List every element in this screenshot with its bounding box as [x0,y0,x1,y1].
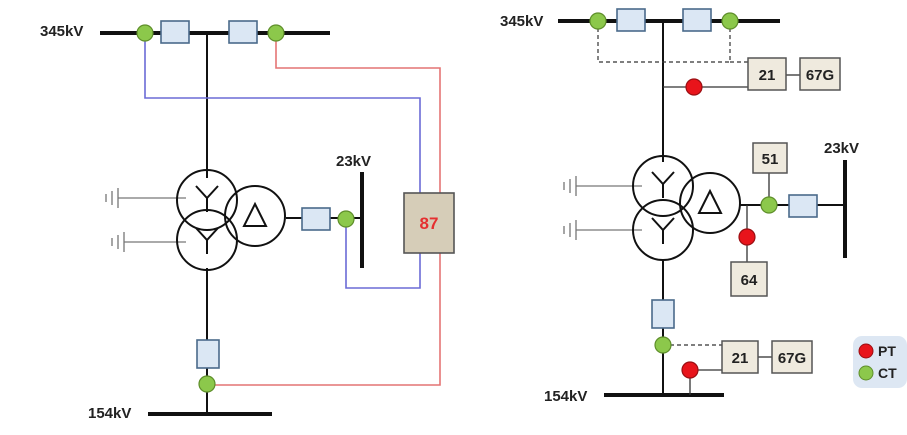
legend-ct-label: CT [878,365,897,381]
right-pt-tv [738,228,756,246]
left-relay-87[interactable]: 87 [403,192,455,254]
right-relay-21-hv[interactable]: 21 [747,57,787,91]
left-345kv-label: 345kV [40,23,83,40]
left-red-wire-hv [275,33,441,195]
right-pt-hv [685,78,703,96]
right-diagram: 345kV 154kV 23kV [500,8,859,405]
left-ct-hv-2 [267,24,285,42]
left-ct-tv [337,210,355,228]
right-hv-breaker-1[interactable] [616,8,646,32]
right-relay-51[interactable]: 51 [752,142,788,174]
left-tv-breaker[interactable] [301,207,331,231]
left-red-wire-lv [207,252,441,386]
right-ct-hv-1 [589,12,607,30]
right-relay-67g-hv[interactable]: 67G [799,57,841,91]
right-transformer [632,155,741,261]
left-diagram: 345kV 154kV 23kV [40,20,455,422]
right-ct-tv [760,196,778,214]
left-ground-2 [111,232,186,252]
right-ct-hv-2 [721,12,739,30]
legend-ct-swatch [858,365,874,381]
left-transformer [176,169,286,271]
right-pt-lv [681,361,699,379]
right-23kv-label: 23kV [824,140,859,157]
right-ground-2 [563,220,642,240]
right-345kv-label: 345kV [500,13,543,30]
legend-pt-label: PT [878,343,896,359]
legend: PT CT [853,336,907,388]
right-154kv-label: 154kV [544,388,587,405]
right-ground-1 [563,176,642,196]
right-ct-lv [654,336,672,354]
left-154kv-label: 154kV [88,405,131,422]
legend-pt-swatch [858,343,874,359]
right-relay-67g-lv[interactable]: 67G [771,340,813,374]
right-hv-breaker-2[interactable] [682,8,712,32]
right-relay-64[interactable]: 64 [730,261,768,297]
left-ct-lv [198,375,216,393]
left-23kv-label: 23kV [336,153,371,170]
left-ground-1 [105,188,186,208]
right-lv-breaker[interactable] [651,299,675,329]
left-lv-breaker[interactable] [196,339,220,369]
relay-51-label: 51 [762,151,779,168]
left-hv-breaker-2[interactable] [228,20,258,44]
relay-21-hv-label: 21 [759,67,776,84]
relay-67g-hv-label: 67G [806,67,834,84]
right-hv-dashed-wire [597,21,731,63]
right-tv-breaker[interactable] [788,194,818,218]
right-relay-21-lv[interactable]: 21 [721,340,759,374]
relay-64-label: 64 [741,272,758,289]
relay-21-lv-label: 21 [732,350,749,367]
left-blue-wire-hv [144,33,421,195]
left-blue-wire-tv [345,222,421,289]
left-ct-hv-1 [136,24,154,42]
left-hv-breaker-1[interactable] [160,20,190,44]
relay-67g-lv-label: 67G [778,350,806,367]
relay-87-label: 87 [420,214,439,233]
